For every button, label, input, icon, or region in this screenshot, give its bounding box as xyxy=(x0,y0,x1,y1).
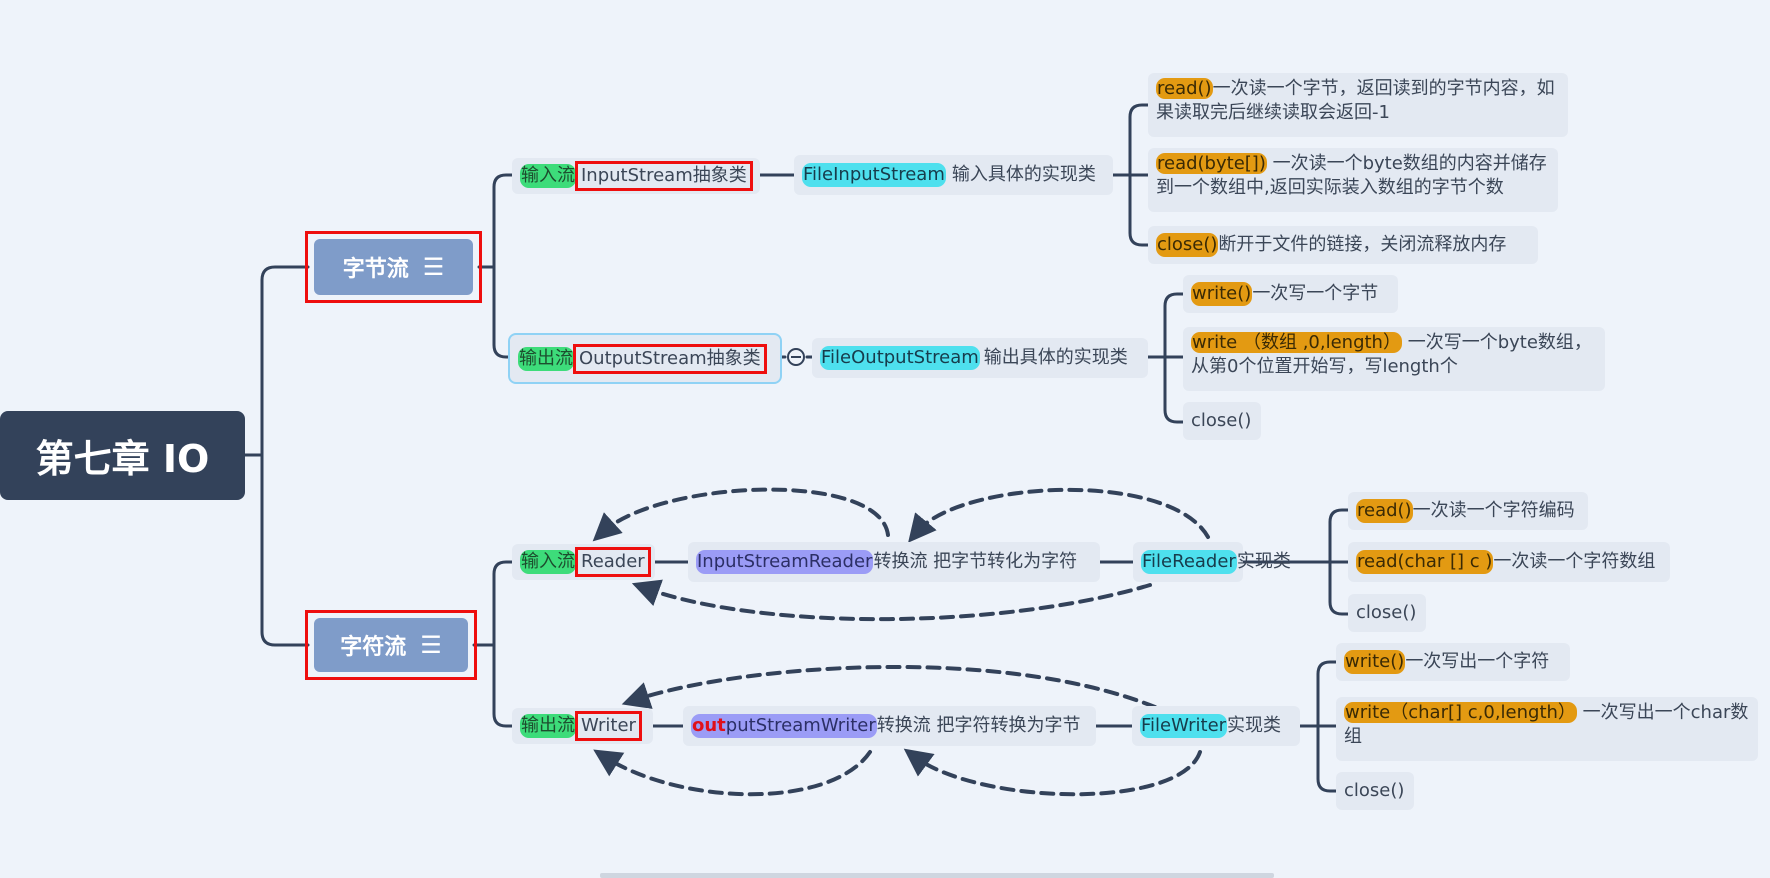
file-writer-name: FileWriter xyxy=(1140,714,1228,738)
method-read-char-array-name: read(char [] c ) xyxy=(1356,550,1494,574)
method-write-array-desc: 一次写一个byte数组，从第0个位置开始写，写length个 xyxy=(1191,332,1592,377)
menu-lines-icon[interactable]: ☰ xyxy=(420,631,442,659)
input-stream-reader-name: InputStreamReader xyxy=(696,550,874,574)
method-reader-close[interactable]: close() xyxy=(1348,594,1426,632)
output-stream-writer-desc: 转换流 把字符转换为字节 xyxy=(876,715,1081,736)
method-write-char-desc: 一次写出一个字符 xyxy=(1405,651,1550,672)
file-input-stream-desc: 输入具体的实现类 xyxy=(951,164,1096,185)
output-stream-writer-prefix: out xyxy=(692,715,726,736)
input-tag: 输入流 xyxy=(520,164,576,188)
method-writer-close-desc: close() xyxy=(1344,780,1405,801)
byte-stream-topic[interactable]: 字节流 ☰ xyxy=(305,231,482,303)
arrow-fr-to-isr xyxy=(908,487,1210,543)
method-read-bytes-desc: 一次读一个byte数组的内容并储存到一个数组中,返回实际装入数组的字节个数 xyxy=(1156,153,1547,198)
writer-tag: 输出流 xyxy=(520,714,576,738)
method-read-name: read() xyxy=(1156,78,1213,99)
method-write-array[interactable]: write （数组 ,0,length） 一次写一个byte数组，从第0个位置开… xyxy=(1183,327,1605,391)
method-read-bytes-name: read(byte[]) xyxy=(1156,153,1267,174)
reader-tag: 输入流 xyxy=(520,550,576,574)
file-reader-name: FileReader xyxy=(1141,550,1237,574)
byte-branch xyxy=(477,173,514,359)
file-output-stream-name: FileOutputStream xyxy=(820,346,980,370)
method-close-name: close() xyxy=(1156,233,1219,257)
method-write-char-array-desc: 一次写出一个char数组 xyxy=(1344,702,1749,747)
method-read-char-array[interactable]: read(char [] c )一次读一个字符数组 xyxy=(1348,542,1670,582)
method-write-desc: 一次写一个字节 xyxy=(1252,283,1379,304)
arrow-fw-to-writer xyxy=(621,664,1157,709)
method-output-close[interactable]: close() xyxy=(1183,402,1261,440)
byte-stream-label: 字节流 xyxy=(342,257,409,282)
method-read-desc: 一次读一个字节，返回读到的字节内容，如果读取完后继续读取会返回-1 xyxy=(1156,78,1555,123)
writer-class: Writer xyxy=(575,711,642,741)
file-input-stream-name: FileInputStream xyxy=(802,163,946,187)
arrow-fw-to-osw xyxy=(903,748,1202,797)
fw-methods-branch xyxy=(1298,660,1338,793)
output-stream-writer-rest: putStreamWriter xyxy=(725,715,876,736)
method-write-char-array[interactable]: write（char[] c,0,length） 一次写出一个char数组 xyxy=(1336,697,1758,761)
output-stream-class: OutputStream抽象类 xyxy=(573,343,767,374)
output-stream-writer-name: outputStreamWriter xyxy=(691,714,877,738)
file-reader-desc: 实现类 xyxy=(1236,551,1291,572)
file-writer-node[interactable]: FileWriter 实现类 xyxy=(1132,706,1300,746)
arrow-isr-to-reader xyxy=(592,487,890,542)
method-write-char[interactable]: write()一次写出一个字符 xyxy=(1336,643,1570,681)
method-read-char-array-desc: 一次读一个字符数组 xyxy=(1493,551,1656,572)
file-output-stream-node[interactable]: FileOutputStream 输出具体的实现类 xyxy=(812,338,1148,378)
method-read-char[interactable]: read()一次读一个字符编码 xyxy=(1348,492,1588,530)
method-read-bytes[interactable]: read(byte[]) 一次读一个byte数组的内容并储存到一个数组中,返回实… xyxy=(1148,148,1558,212)
root-branch xyxy=(243,265,310,647)
arrow-fr-to-reader xyxy=(631,579,1152,622)
root-topic[interactable]: 第七章 IO xyxy=(0,411,245,500)
method-read-char-desc: 一次读一个字符编码 xyxy=(1412,500,1575,521)
method-read-char-name: read() xyxy=(1356,499,1413,523)
method-close-desc: 断开于文件的链接，关闭流释放内存 xyxy=(1218,234,1507,255)
arrow-osw-to-writer xyxy=(593,749,872,797)
fr-methods-branch xyxy=(1241,508,1350,616)
horizontal-scrollbar[interactable] xyxy=(600,873,1274,878)
fis-methods-branch xyxy=(1111,103,1150,247)
method-write[interactable]: write() 一次写一个字节 xyxy=(1183,275,1398,313)
input-stream-class: InputStream抽象类 xyxy=(575,161,753,191)
char-stream-topic[interactable]: 字符流 ☰ xyxy=(305,610,477,680)
method-writer-close[interactable]: close() xyxy=(1336,772,1414,810)
method-write-char-array-name: write（char[] c,0,length） xyxy=(1344,702,1577,723)
method-output-close-desc: close() xyxy=(1191,410,1252,431)
file-writer-desc: 实现类 xyxy=(1227,715,1282,736)
method-reader-close-desc: close() xyxy=(1356,602,1417,623)
method-read[interactable]: read()一次读一个字节，返回读到的字节内容，如果读取完后继续读取会返回-1 xyxy=(1148,73,1568,137)
output-stream-writer-node[interactable]: outputStreamWriter 转换流 把字符转换为字节 xyxy=(683,706,1096,746)
method-close[interactable]: close()断开于文件的链接，关闭流释放内存 xyxy=(1148,226,1538,264)
input-stream-reader-node[interactable]: InputStreamReader 转换流 把字节转化为字符 xyxy=(688,542,1100,582)
char-branch xyxy=(472,560,514,728)
file-reader-node[interactable]: FileReader 实现类 xyxy=(1133,542,1291,582)
method-write-char-name: write() xyxy=(1344,650,1406,674)
output-tag: 输出流 xyxy=(518,346,574,371)
method-write-name: write() xyxy=(1191,282,1253,306)
reader-class: Reader xyxy=(575,547,651,577)
char-stream-label: 字符流 xyxy=(340,635,407,660)
file-output-stream-desc: 输出具体的实现类 xyxy=(983,347,1128,368)
menu-lines-icon[interactable]: ☰ xyxy=(422,253,445,281)
input-stream-reader-desc: 转换流 把字节转化为字符 xyxy=(873,551,1078,572)
method-write-array-name: write （数组 ,0,length） xyxy=(1191,332,1402,353)
fos-methods-branch xyxy=(1146,292,1185,424)
